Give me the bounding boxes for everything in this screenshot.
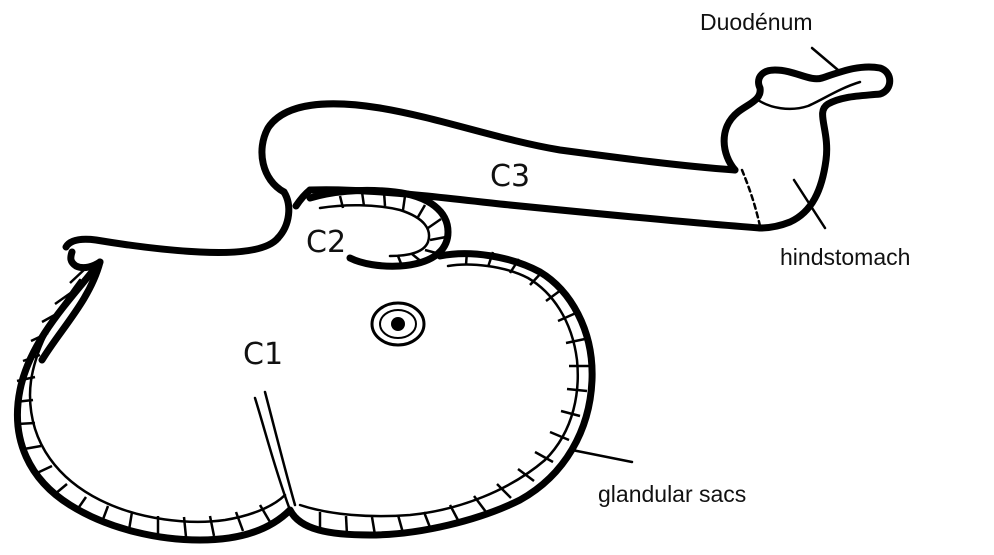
label-hindstomach: hindstomach [780,244,910,270]
label-glandular-sacs: glandular sacs [598,481,746,507]
glandular-sacs-leader [572,450,632,462]
hindstomach-junction [742,170,760,226]
esophagus [66,238,278,252]
label-c1: C1 [243,337,283,372]
c1-c3-neck [278,192,289,238]
c1-inner-wall-right [300,265,578,517]
duodenum-leader [812,48,838,70]
c3-lower-wall [310,190,760,228]
label-c2: C2 [306,225,346,260]
label-c3: C3 [490,159,530,194]
c1-marker [372,303,424,345]
c1-outer-wall [17,254,592,540]
hindstomach-wall [724,67,890,228]
c1-internal-fold [255,398,290,510]
label-duodenum: Duodénum [700,9,813,35]
